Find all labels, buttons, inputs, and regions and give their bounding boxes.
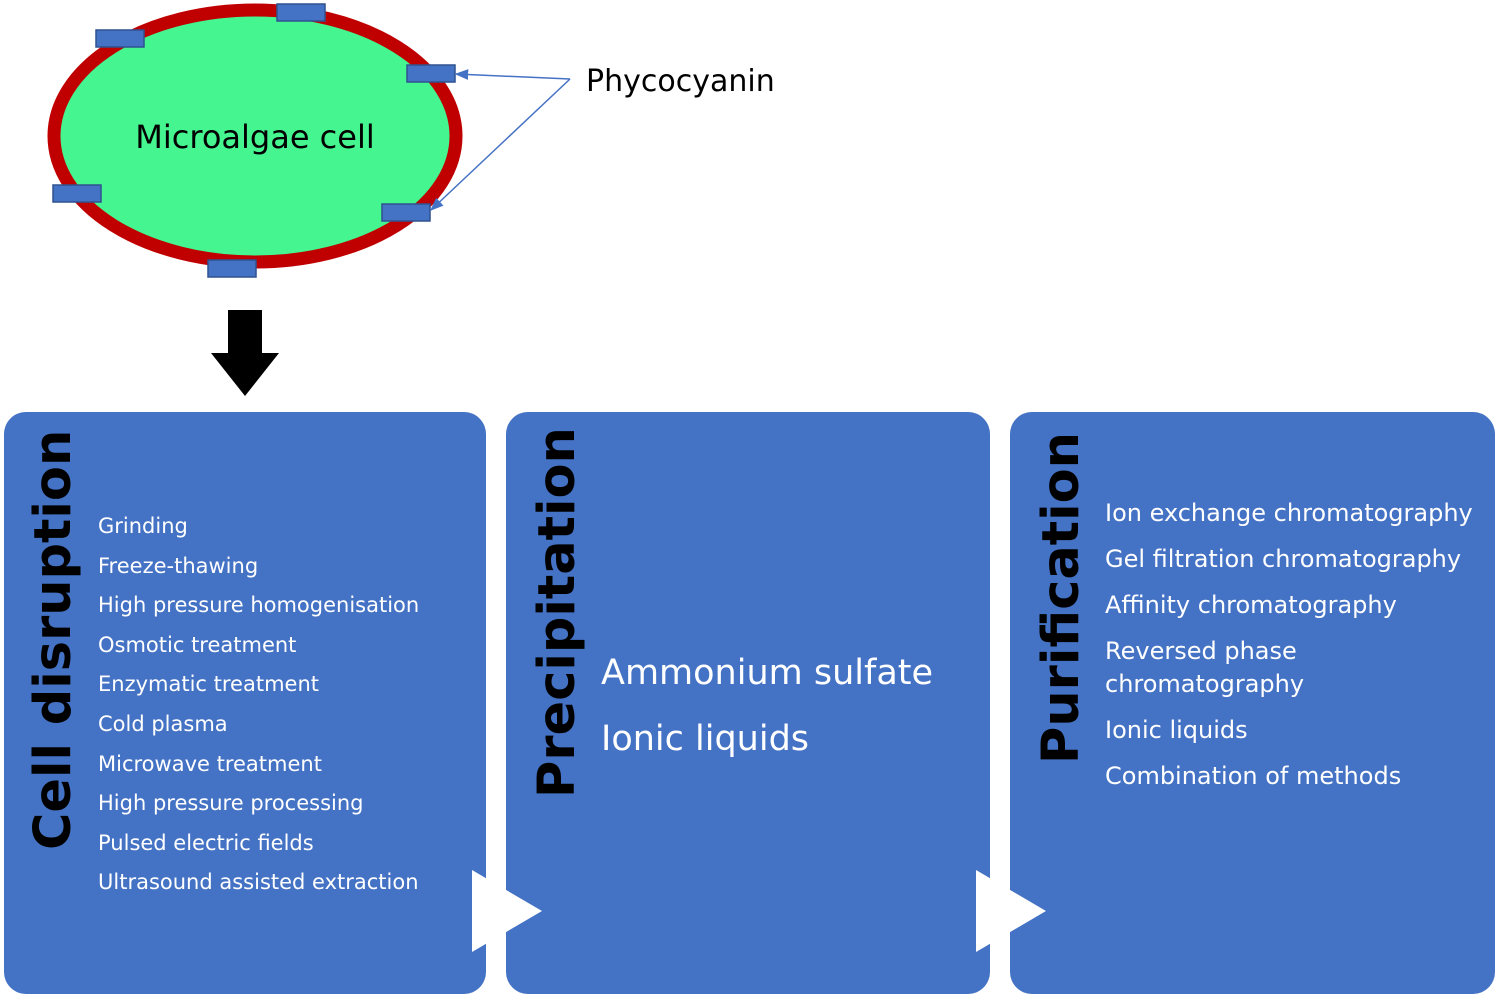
list-item: High pressure homogenisation: [98, 593, 420, 618]
phycocyanin-protein: [207, 259, 257, 278]
stage-panel-precipitation: [506, 412, 990, 994]
stage-panel-purification: [1010, 412, 1495, 994]
stage-title: Purification: [1032, 432, 1091, 764]
phycocyanin-protein: [52, 184, 102, 203]
list-item: Gel filtration chromatography: [1105, 545, 1462, 573]
stage-panel-cell-disruption: [4, 412, 486, 994]
stage-title: Precipitation: [528, 427, 587, 798]
list-item: Osmotic treatment: [98, 632, 297, 657]
list-item: Pulsed electric fields: [98, 830, 314, 855]
purification-methods: Ion exchange chromatography Gel filtrati…: [1105, 497, 1475, 806]
list-item: Freeze-thawing: [98, 553, 259, 578]
precipitation-methods: Ammonium sulfate Ionic liquids: [601, 650, 933, 782]
list-item: Ammonium sulfate: [601, 653, 934, 693]
phycocyanin-protein: [276, 3, 326, 22]
cell-disruption-methods: Grinding Freeze-thawing High pressure ho…: [98, 511, 419, 907]
cell-label: Microalgae cell: [135, 118, 374, 156]
list-item: Ionic liquids: [1105, 716, 1248, 744]
phycocyanin-label: Phycocyanin: [586, 64, 775, 99]
list-item: Microwave treatment: [98, 751, 322, 776]
list-item: Ion exchange chromatography: [1105, 499, 1473, 527]
list-item: High pressure processing: [98, 791, 364, 816]
list-item: Combination of methods: [1105, 762, 1402, 790]
list-item: Affinity chromatography: [1105, 591, 1397, 619]
pointer-line: [430, 78, 571, 211]
list-item: Reversed phase chromatography: [1105, 637, 1305, 698]
cell-diagram: Microalgae cell Phycocyanin: [47, 3, 775, 396]
list-item: Ionic liquids: [601, 719, 810, 759]
list-item: Ultrasound assisted extraction: [98, 870, 419, 895]
list-item: Enzymatic treatment: [98, 672, 319, 697]
list-item: Grinding: [98, 514, 188, 538]
chevron-right-icon: [976, 870, 1046, 952]
down-arrow-icon: [211, 310, 279, 396]
pointer-line: [454, 69, 571, 80]
chevron-right-icon: [472, 870, 542, 952]
stage-title: Cell disruption: [24, 429, 83, 850]
list-item: Cold plasma: [98, 711, 228, 736]
phycocyanin-protein: [406, 64, 456, 83]
phycocyanin-protein: [381, 203, 431, 222]
phycocyanin-protein: [95, 29, 145, 48]
